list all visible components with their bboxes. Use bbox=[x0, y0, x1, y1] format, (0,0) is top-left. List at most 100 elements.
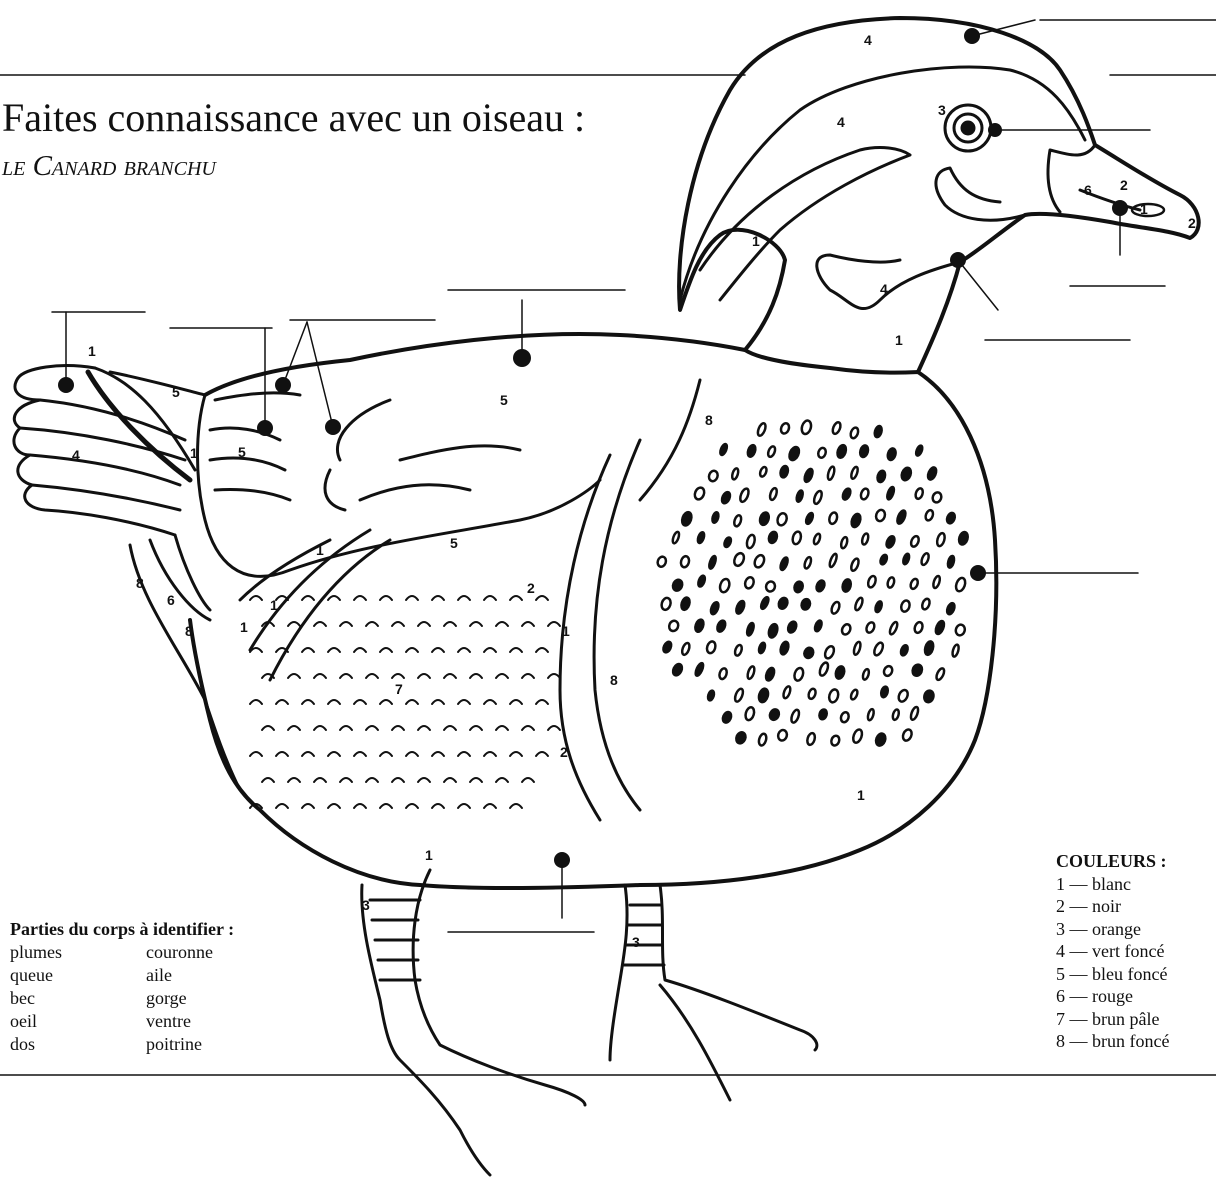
breast-spot bbox=[656, 556, 667, 568]
body-part-item: bec bbox=[10, 987, 146, 1010]
breast-spot bbox=[803, 468, 814, 483]
breast-spot bbox=[697, 575, 706, 588]
color-legend-item: 1 — blanc bbox=[1056, 873, 1169, 896]
flank-scallop bbox=[406, 596, 418, 600]
breast-spot bbox=[718, 667, 728, 680]
flank-scallop bbox=[262, 778, 274, 782]
breast-spot bbox=[757, 688, 769, 704]
color-legend-list: 1 — blanc2 — noir3 — orange4 — vert fonc… bbox=[1056, 873, 1169, 1053]
flank-scallop bbox=[340, 726, 352, 730]
flank-scallop bbox=[250, 700, 262, 704]
page-subtitle: le Canard branchu bbox=[2, 150, 216, 183]
breast-spot bbox=[709, 601, 719, 615]
flank-scallop bbox=[406, 804, 418, 808]
region-number: 7 bbox=[395, 681, 403, 697]
breast-spot bbox=[841, 579, 852, 593]
breast-spot bbox=[793, 667, 805, 682]
breast-spot bbox=[803, 556, 812, 569]
duck-left-leg bbox=[362, 870, 585, 1175]
breast-spot bbox=[828, 512, 838, 525]
breast-spot bbox=[955, 624, 966, 637]
breast-spot bbox=[756, 422, 767, 437]
body-part-item: aile bbox=[146, 964, 213, 987]
breast-spot bbox=[931, 491, 942, 503]
region-number: 8 bbox=[705, 412, 713, 428]
breast-spot bbox=[680, 555, 690, 568]
flank-scallop bbox=[458, 804, 470, 808]
breast-spot bbox=[853, 641, 862, 655]
breast-spot bbox=[958, 531, 970, 546]
flank-scallop bbox=[418, 778, 430, 782]
breast-spot bbox=[900, 644, 909, 656]
flank-scallop bbox=[458, 752, 470, 756]
flank-scallop bbox=[366, 622, 378, 626]
duck-breast-spots bbox=[656, 419, 969, 746]
flank-scallop bbox=[328, 596, 340, 600]
breast-spot bbox=[796, 490, 804, 503]
flank-scallop bbox=[484, 648, 496, 652]
region-number: 1 bbox=[895, 332, 903, 348]
breast-spot bbox=[861, 533, 869, 545]
color-legend: COULEURS : 1 — blanc2 — noir3 — orange4 … bbox=[1056, 850, 1169, 1053]
breast-spot bbox=[874, 732, 887, 747]
breast-spot bbox=[764, 667, 775, 682]
breast-spot bbox=[840, 536, 848, 548]
body-parts-row: dospoitrine bbox=[10, 1033, 213, 1056]
flank-scallop bbox=[328, 804, 340, 808]
breast-spot bbox=[874, 425, 883, 438]
body-part-item: plumes bbox=[10, 941, 146, 964]
region-number: 3 bbox=[362, 897, 370, 913]
body-parts-row: oeilventre bbox=[10, 1010, 213, 1033]
breast-spot bbox=[923, 690, 935, 704]
breast-spot bbox=[711, 512, 719, 524]
breast-spot bbox=[716, 619, 727, 632]
breast-spot bbox=[900, 467, 912, 482]
breast-spot bbox=[693, 486, 706, 501]
flank-scallop bbox=[522, 622, 534, 626]
breast-spot bbox=[818, 709, 828, 721]
flank-scallop bbox=[406, 648, 418, 652]
breast-spot bbox=[909, 578, 919, 590]
breast-spot bbox=[875, 509, 887, 522]
flank-scallop bbox=[328, 700, 340, 704]
flank-scallop bbox=[380, 700, 392, 704]
breast-spot bbox=[886, 486, 895, 500]
region-number: 5 bbox=[450, 535, 458, 551]
flank-scallop bbox=[302, 648, 314, 652]
flank-scallop bbox=[314, 674, 326, 678]
flank-scallop bbox=[536, 700, 548, 704]
breast-spot bbox=[850, 689, 859, 700]
breast-spot bbox=[902, 553, 910, 565]
flank-scallop bbox=[354, 752, 366, 756]
flank-scallop bbox=[314, 622, 326, 626]
breast-spot bbox=[746, 622, 755, 636]
flank-scallop bbox=[380, 596, 392, 600]
breast-spot bbox=[779, 557, 789, 571]
flank-scallop bbox=[444, 622, 456, 626]
flank-scallop bbox=[250, 596, 262, 600]
flank-scallop bbox=[444, 778, 456, 782]
flank-scallop bbox=[496, 674, 508, 678]
flank-scallop bbox=[458, 648, 470, 652]
breast-spot bbox=[732, 552, 745, 568]
flank-scallop bbox=[392, 622, 404, 626]
breast-spot bbox=[901, 728, 913, 742]
region-number: 4 bbox=[837, 114, 845, 130]
breast-spot bbox=[914, 487, 924, 499]
region-number: 1 bbox=[752, 233, 760, 249]
breast-spot bbox=[836, 444, 847, 459]
breast-spot bbox=[900, 599, 911, 612]
breast-spot bbox=[814, 620, 823, 632]
breast-spot bbox=[859, 445, 869, 458]
breast-spot bbox=[954, 577, 966, 593]
breast-spot bbox=[681, 642, 691, 656]
body-part-item: oeil bbox=[10, 1010, 146, 1033]
breast-spot bbox=[723, 537, 732, 548]
breast-spot bbox=[920, 552, 930, 566]
region-number: 6 bbox=[167, 592, 175, 608]
breast-spot bbox=[840, 623, 851, 636]
flank-scallop bbox=[432, 648, 444, 652]
breast-spot bbox=[671, 578, 684, 592]
region-number: 8 bbox=[136, 575, 144, 591]
region-number: 1 bbox=[1140, 201, 1148, 217]
